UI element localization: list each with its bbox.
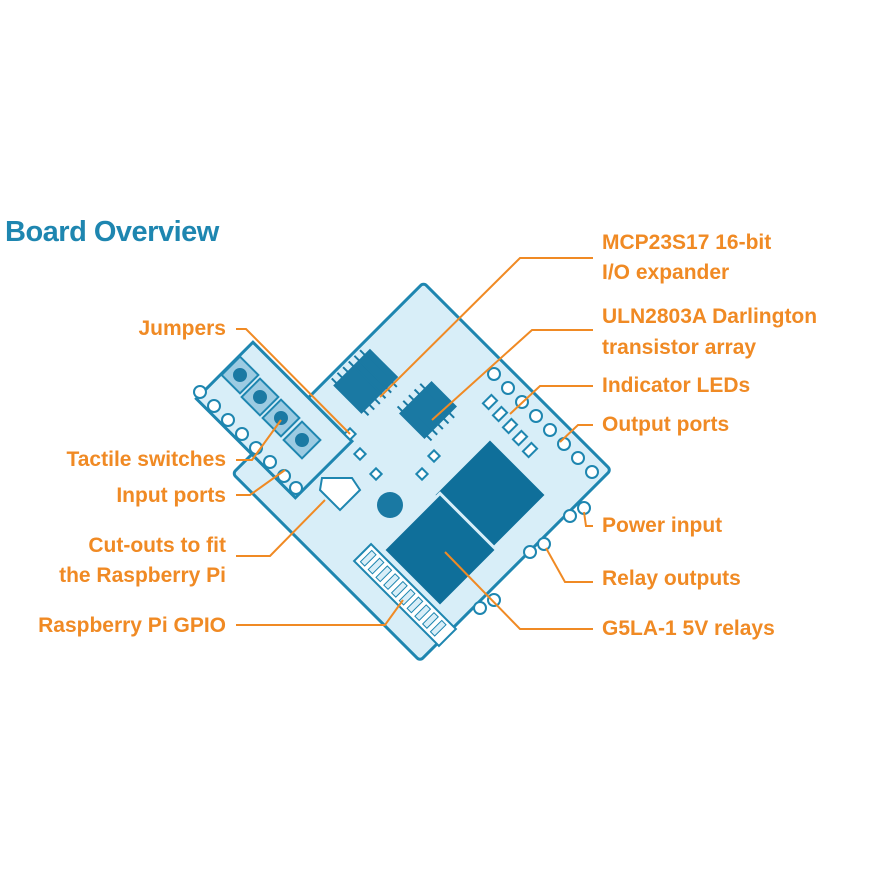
tactile-switches [220, 355, 322, 460]
leader-output [559, 424, 593, 443]
leader-cutouts [236, 499, 326, 557]
leader-relays [444, 551, 593, 630]
label-relay-outputs: Relay outputs [602, 567, 741, 590]
indicator-leds [481, 393, 539, 459]
leader-leds [509, 385, 593, 415]
label-input-ports: Input ports [116, 484, 226, 507]
label-mcp-line2: I/O expander [602, 261, 730, 284]
power-input-terminals [563, 501, 591, 523]
label-cutouts-line1: Cut-outs to fit [88, 534, 226, 557]
label-jumpers: Jumpers [138, 317, 226, 340]
gpio-header [352, 542, 458, 648]
leader-jumpers [236, 328, 351, 435]
label-tactile-switches: Tactile switches [66, 448, 226, 471]
leader-uln [431, 329, 593, 421]
label-uln-line2: transistor array [602, 336, 757, 359]
leader-input [236, 469, 286, 496]
label-output-ports: Output ports [602, 413, 730, 436]
leader-power [583, 511, 593, 527]
relay-output-terminals [473, 537, 551, 615]
label-mcp-line1: MCP23S17 16-bit [602, 231, 772, 254]
leader-gpio [236, 599, 404, 626]
uln2803a-chip [396, 381, 457, 442]
label-power-input: Power input [602, 514, 723, 537]
relays [381, 436, 549, 609]
label-relays: G5LA-1 5V relays [602, 617, 775, 640]
label-uln-line1: ULN2803A Darlington [602, 305, 818, 328]
capacitor [377, 492, 403, 518]
leader-relay-out [545, 547, 593, 583]
label-indicator-leds: Indicator LEDs [602, 374, 751, 397]
leader-lines [236, 257, 593, 630]
cutout-notch [318, 477, 362, 512]
diagram-title: Board Overview [5, 216, 219, 248]
leader-mcp [379, 257, 593, 398]
mcp23s17-chip [331, 348, 399, 416]
label-gpio: Raspberry Pi GPIO [38, 614, 226, 637]
leader-tactile [236, 419, 282, 461]
label-cutouts-line2: the Raspberry Pi [59, 564, 226, 587]
